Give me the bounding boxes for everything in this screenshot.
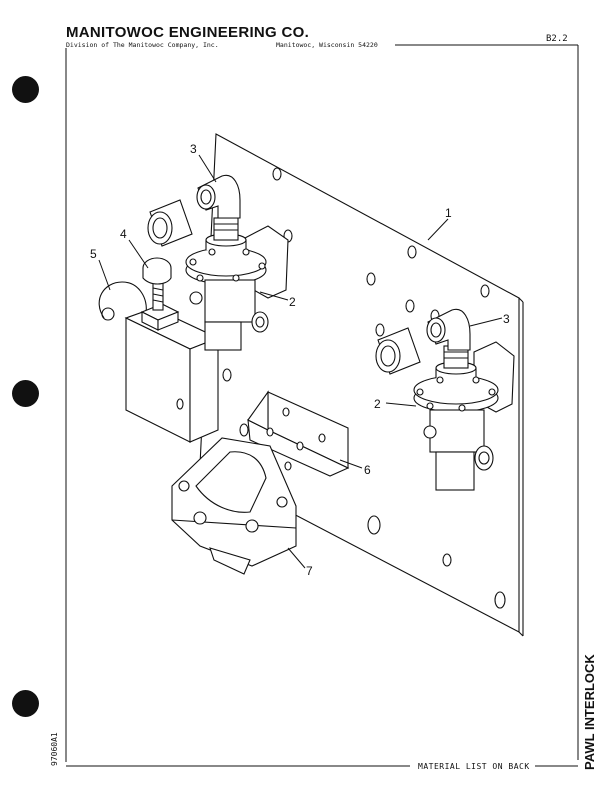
callout-2-left: 2 [289, 295, 296, 309]
callout-4: 4 [120, 227, 127, 241]
valve-upper-left [185, 217, 289, 351]
binder-hole-bottom [12, 690, 39, 717]
binder-hole-middle [12, 380, 39, 407]
page-frame [65, 44, 579, 767]
binder-hole-top [12, 76, 39, 103]
cylinder-housing [171, 437, 297, 575]
division-line: Division of The Manitowoc Company, Inc. [66, 41, 219, 49]
valve-right [413, 341, 515, 491]
callout-3-right: 3 [503, 312, 510, 326]
callout-1: 1 [445, 206, 452, 220]
callout-7: 7 [306, 564, 313, 578]
bracket [247, 390, 350, 477]
callout-2-right: 2 [374, 397, 381, 411]
material-list-note: MATERIAL LIST ON BACK [418, 762, 530, 771]
company-name: MANITOWOC ENGINEERING CO. [66, 24, 310, 41]
callout-labels: 1 2 2 3 3 4 5 6 7 [90, 142, 510, 578]
callout-5: 5 [90, 247, 97, 261]
callout-3-left: 3 [190, 142, 197, 156]
leader-lines [98, 154, 503, 569]
callout-6: 6 [364, 463, 371, 477]
plunger-knob [140, 257, 180, 331]
city-line: Manitowoc, Wisconsin 54220 [276, 41, 378, 49]
page-code: B2.2 [546, 34, 568, 44]
fitting-upper-left [147, 174, 241, 247]
fitting-right [375, 308, 471, 375]
